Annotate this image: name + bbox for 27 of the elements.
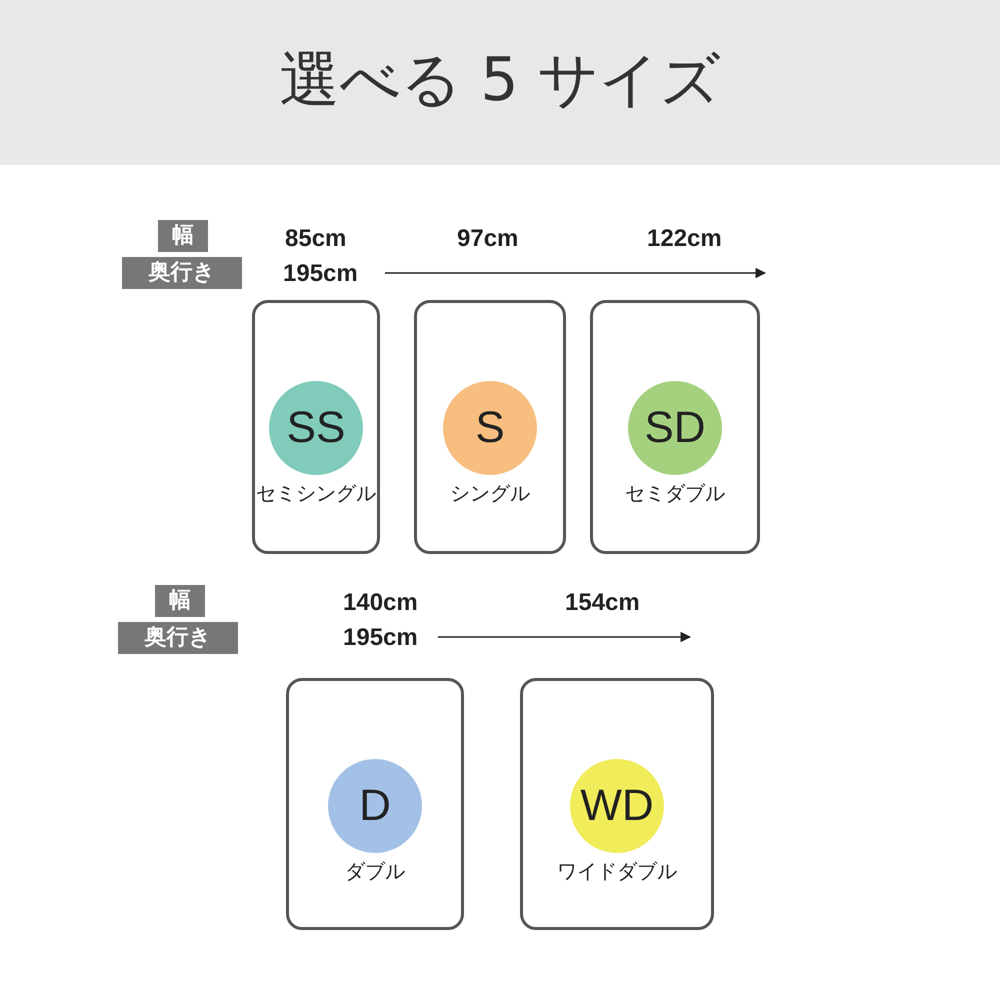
dimension-value: 140cm [343, 591, 418, 615]
dimension-tag: 幅 [158, 220, 208, 252]
size-circle: S [443, 381, 537, 475]
size-name: セミダブル [624, 483, 726, 503]
size-name: セミシングル [255, 483, 377, 503]
dimension-tag: 奥行き [122, 257, 242, 289]
dimension-value: 122cm [647, 227, 722, 251]
size-circle: WD [570, 759, 664, 853]
size-card [590, 300, 760, 554]
dimension-value: 85cm [285, 227, 346, 251]
size-card [286, 678, 464, 930]
dimension-value: 195cm [343, 626, 418, 650]
dimension-value: 195cm [283, 262, 358, 286]
size-name: シングル [449, 483, 531, 503]
title: 選べる 5 サイズ [278, 50, 722, 110]
size-circle: SS [269, 381, 363, 475]
size-card [252, 300, 380, 554]
size-circle: SD [628, 381, 722, 475]
dimension-tag: 奥行き [118, 622, 238, 654]
dimension-value: 97cm [457, 227, 518, 251]
size-circle: D [328, 759, 422, 853]
size-name: ダブル [344, 861, 406, 881]
dimension-value: 154cm [565, 591, 640, 615]
size-card [520, 678, 714, 930]
size-name: ワイドダブル [556, 861, 678, 881]
size-card [414, 300, 566, 554]
dimension-tag: 幅 [155, 585, 205, 617]
